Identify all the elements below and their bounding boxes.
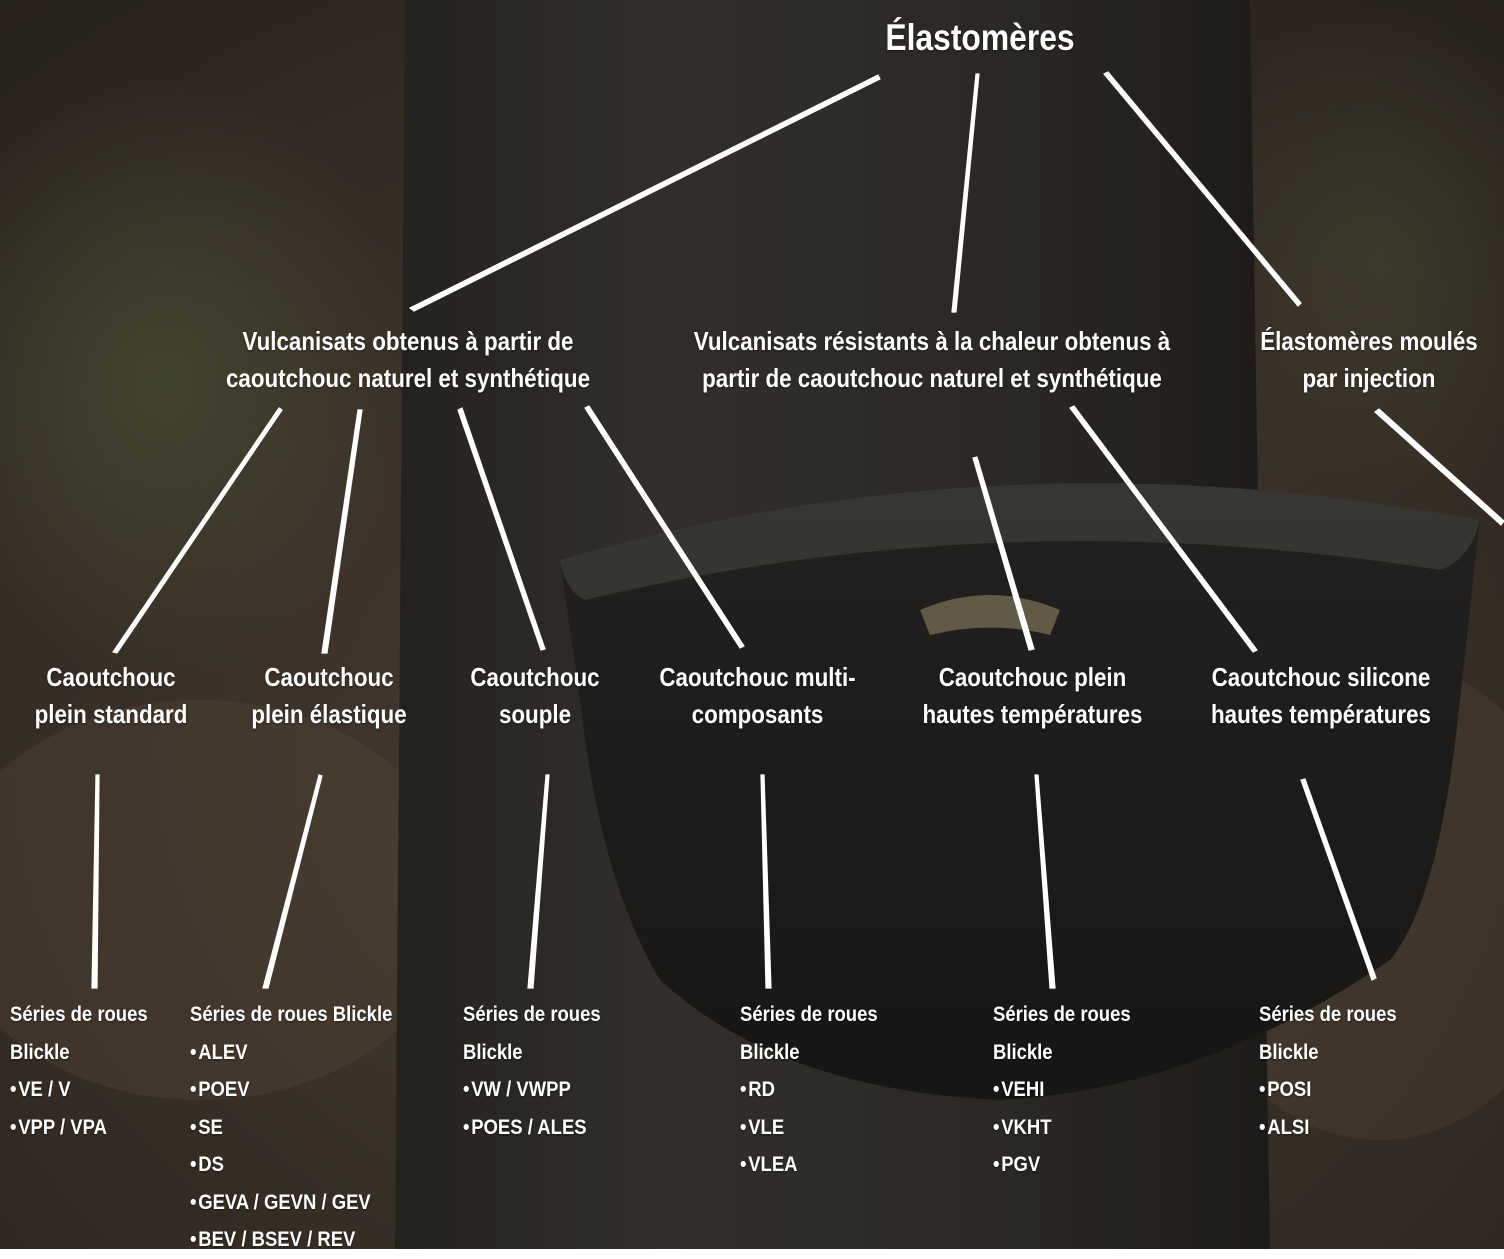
series-item: POEV xyxy=(190,1071,454,1109)
series-item: ALSI xyxy=(1259,1109,1435,1147)
series-item: VLEA xyxy=(740,1146,916,1184)
category-heat-resistant: Vulcanisats résistants à la chaleur obte… xyxy=(693,326,1171,393)
series-item: POES / ALES xyxy=(463,1109,657,1147)
series-item: GEVA / GEVN / GEV xyxy=(190,1184,454,1222)
series-block-plein-standard: Séries de roues Blickle VE / V VPP / VPA xyxy=(10,996,186,1146)
series-item: POSI xyxy=(1259,1071,1435,1109)
series-item: BEV / BSEV / REV xyxy=(190,1221,454,1259)
series-item: SE xyxy=(190,1109,454,1147)
series-block-plein-elastique: Séries de roues Blickle ALEV POEV SE DS … xyxy=(190,996,454,1259)
series-item: VLE xyxy=(740,1109,916,1147)
diagram-title: Élastomères xyxy=(885,17,1075,58)
series-item: VW / VWPP xyxy=(463,1071,657,1109)
category-natural-synthetic: Vulcanisats obtenus à partir de caoutcho… xyxy=(225,326,591,393)
series-block-plein-hautes-temperatures: Séries de roues Blickle VEHI VKHT PGV xyxy=(993,996,1169,1184)
series-block-silicone-hautes-temperatures: Séries de roues Blickle POSI ALSI xyxy=(1259,996,1435,1146)
type-plein-standard: Caoutchouc plein standard xyxy=(34,662,188,729)
type-souple: Caoutchouc souple xyxy=(470,662,600,729)
series-item: PGV xyxy=(993,1146,1169,1184)
series-heading: Séries de roues Blickle xyxy=(10,1003,148,1064)
series-item: VKHT xyxy=(993,1109,1169,1147)
series-item: RD xyxy=(740,1071,916,1109)
type-multi-composants: Caoutchouc multi- composants xyxy=(659,662,856,729)
series-item: VEHI xyxy=(993,1071,1169,1109)
series-heading: Séries de roues Blickle xyxy=(463,1003,601,1064)
type-plein-elastique: Caoutchouc plein élastique xyxy=(251,662,407,729)
series-heading: Séries de roues Blickle xyxy=(993,1003,1131,1064)
series-item: VE / V xyxy=(10,1071,186,1109)
category-injection-moulded: Élastomères moulés par injection xyxy=(1260,326,1478,393)
series-item: ALEV xyxy=(190,1034,454,1072)
series-heading: Séries de roues Blickle xyxy=(740,1003,878,1064)
series-heading: Séries de roues Blickle xyxy=(1259,1003,1397,1064)
series-block-multi-composants: Séries de roues Blickle RD VLE VLEA xyxy=(740,996,916,1184)
type-silicone-hautes-temperatures: Caoutchouc silicone hautes températures xyxy=(1211,662,1431,729)
series-block-souple: Séries de roues Blickle VW / VWPP POES /… xyxy=(463,996,657,1146)
type-plein-hautes-temperatures: Caoutchouc plein hautes températures xyxy=(922,662,1143,729)
series-item: DS xyxy=(190,1146,454,1184)
series-heading: Séries de roues Blickle xyxy=(190,1003,393,1026)
series-item: VPP / VPA xyxy=(10,1109,186,1147)
